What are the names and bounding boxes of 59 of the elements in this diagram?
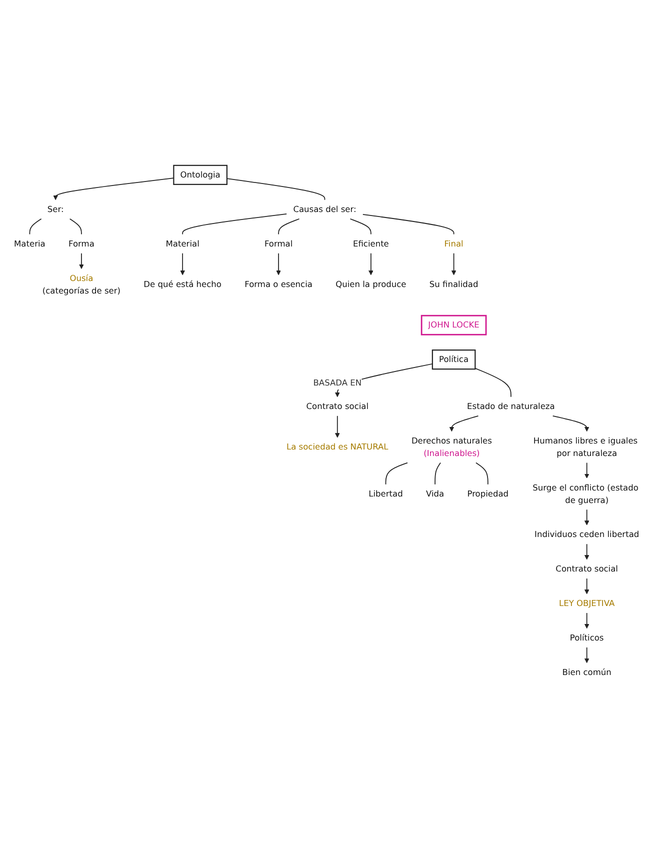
arrow	[79, 253, 84, 270]
connector	[278, 218, 300, 236]
connector	[434, 462, 441, 486]
node-text: Ser:	[47, 204, 64, 215]
arrow	[334, 416, 340, 438]
connector	[385, 462, 408, 486]
arrow	[584, 510, 590, 526]
node-text: Forma	[68, 239, 94, 249]
node-text: Causas del ser:	[293, 204, 356, 215]
node-text: Bien común	[562, 668, 612, 678]
connector	[350, 218, 372, 236]
node-text: De qué está hecho	[144, 280, 222, 290]
node-text: Políticos	[570, 633, 604, 644]
node-label: (categorías de ser)	[42, 286, 121, 296]
node-text: La sociedad es NATURAL	[286, 442, 388, 452]
connector	[474, 368, 512, 398]
arrow	[584, 647, 590, 664]
node-text: Contrato social	[556, 564, 618, 574]
node-text: Material	[166, 239, 200, 249]
node-text: Surge el conflicto (estado de guerra)	[532, 482, 638, 506]
arrow	[180, 253, 185, 276]
node-box: Política	[432, 350, 476, 370]
node-text: Materia	[14, 239, 46, 249]
arrow	[53, 178, 174, 200]
arrow	[584, 544, 590, 560]
node-text: Su finalidad	[429, 280, 478, 290]
node-text: Libertad	[368, 489, 403, 500]
node-box: JOHN LOCKE	[420, 315, 487, 336]
node-text: Individuos ceden libertad	[534, 530, 640, 540]
node-text: Formal	[264, 239, 293, 249]
arrow	[449, 416, 479, 432]
connector	[226, 178, 326, 201]
node-text: LEY OBJETIVA	[559, 598, 615, 609]
node-text: Vida	[426, 489, 444, 500]
arrow	[584, 462, 590, 479]
node-text: Ousía	[70, 274, 94, 284]
node-text: Eficiente	[352, 239, 389, 249]
connector	[182, 214, 288, 236]
node-text: Forma o esencia	[244, 280, 312, 290]
arrow	[451, 253, 456, 276]
node-text: Final	[444, 239, 464, 249]
connector	[29, 218, 42, 236]
node-text: Estado de naturaleza	[467, 402, 555, 412]
connector	[69, 218, 82, 236]
node-box: Ontologia	[173, 165, 228, 186]
node-text: Propiedad	[467, 489, 509, 500]
node-text: Humanos libres e iguales por naturaleza	[533, 436, 638, 458]
arrow	[552, 416, 590, 432]
arrow	[584, 612, 590, 629]
node-text: Contrato social	[306, 402, 369, 412]
node-label: (Inalienables)	[424, 448, 480, 458]
arrow	[368, 253, 374, 276]
connector	[362, 214, 454, 236]
node-text: Quien la produce	[336, 280, 406, 290]
arrow	[276, 253, 281, 276]
connector	[476, 462, 488, 486]
node-text: Derechos naturales	[411, 436, 492, 446]
edge-label: BASADA EN	[313, 378, 362, 388]
arrow	[584, 578, 590, 595]
